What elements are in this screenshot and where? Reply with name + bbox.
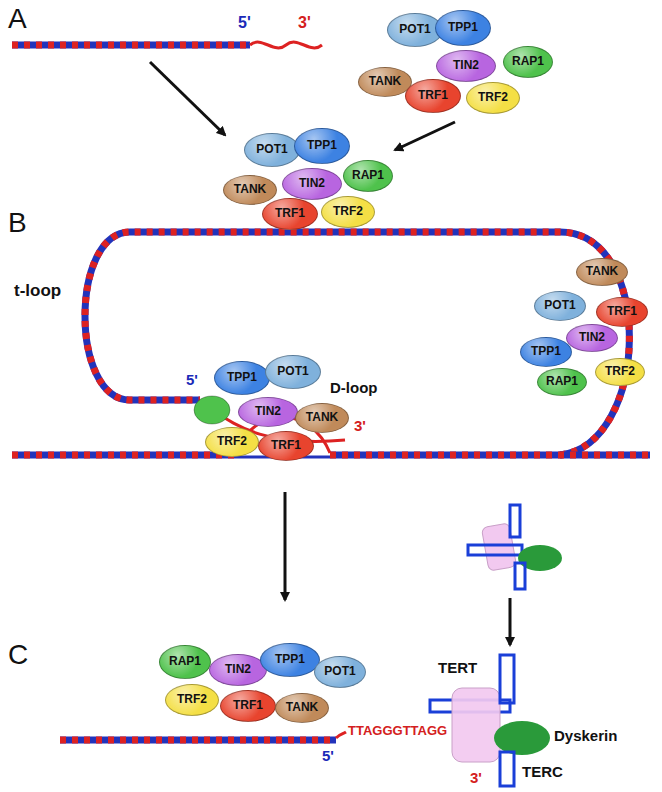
- protein-blob: RAP1: [503, 46, 553, 78]
- protein-blob: TIN2: [209, 654, 267, 686]
- protein-name: TANK: [234, 183, 266, 197]
- figure-label: 5': [186, 372, 198, 389]
- protein-blob: TANK: [295, 403, 349, 433]
- protein-blob: TIN2: [282, 168, 342, 200]
- dna-duplex: [12, 45, 250, 46]
- overhang-strand: [336, 732, 346, 738]
- figure-label: Dyskerin: [554, 728, 617, 745]
- protein-blob: TRF1: [258, 431, 314, 461]
- protein-blob: TPP1: [294, 128, 350, 164]
- protein-blob: TIN2: [566, 324, 618, 352]
- protein-blob: TPP1: [214, 361, 270, 395]
- protein-name: TRF2: [217, 435, 247, 449]
- protein-blob: POT1: [265, 355, 321, 389]
- protein-name: TIN2: [453, 59, 479, 73]
- protein-name: TPP1: [307, 139, 337, 153]
- protein-blob: POT1: [534, 291, 586, 321]
- protein-name: TRF2: [177, 693, 207, 707]
- protein-blob: TRF2: [466, 82, 520, 114]
- protein-name: TANK: [286, 701, 318, 715]
- protein-blob: TANK: [275, 693, 329, 723]
- protein-blob: RAP1: [537, 368, 587, 396]
- protein-name: TRF1: [275, 207, 305, 221]
- protein-blob: TRF1: [262, 198, 318, 230]
- figure-label: 3': [470, 770, 482, 787]
- protein-name: RAP1: [546, 375, 578, 389]
- protein-name: TIN2: [299, 177, 325, 191]
- figure-label: 5': [322, 748, 334, 765]
- figure-label: C: [8, 640, 28, 671]
- figure-label: A: [8, 4, 27, 35]
- arrow: [509, 598, 512, 645]
- protein-name: TPP1: [275, 653, 305, 667]
- protein-blob: RAP1: [343, 160, 393, 192]
- figure-label: TERC: [522, 764, 563, 781]
- protein-blob: TRF2: [595, 358, 645, 386]
- protein-name: TIN2: [255, 405, 281, 419]
- figure-label: B: [8, 208, 27, 239]
- protein-blob: TPP1: [260, 643, 320, 677]
- protein-name: TRF1: [607, 305, 637, 319]
- protein-blob: TRF2: [205, 427, 259, 457]
- arrow: [150, 62, 225, 135]
- protein-blob: TANK: [358, 67, 412, 97]
- protein-name: TRF2: [605, 365, 635, 379]
- arrow: [395, 122, 455, 150]
- protein-blob: RAP1: [159, 645, 211, 679]
- protein-name: RAP1: [512, 55, 544, 69]
- protein-name: TPP1: [531, 345, 561, 359]
- protein-blob: TRF2: [321, 196, 375, 228]
- figure-label: TTAGGGTTAGG: [348, 724, 447, 738]
- protein-name: TIN2: [225, 663, 251, 677]
- rap1-blob: [194, 396, 230, 424]
- figure-label: D-loop: [330, 380, 377, 397]
- protein-blob: TIN2: [238, 397, 298, 427]
- protein-name: TPP1: [448, 21, 478, 35]
- protein-name: POT1: [256, 143, 287, 157]
- arrow: [284, 492, 287, 600]
- overhang-strand: [250, 42, 322, 48]
- protein-blob: TANK: [576, 258, 628, 286]
- protein-name: TRF1: [233, 699, 263, 713]
- protein-name: TPP1: [227, 371, 257, 385]
- protein-name: RAP1: [169, 655, 201, 669]
- protein-blob: TIN2: [436, 50, 496, 82]
- figure-label: TERT: [438, 660, 477, 677]
- protein-blob: TRF1: [405, 79, 461, 113]
- protein-blob: TANK: [223, 175, 277, 205]
- figure-label: 3': [354, 418, 366, 435]
- protein-name: TANK: [306, 411, 338, 425]
- protein-name: TANK: [369, 75, 401, 89]
- telomerase-icon: [468, 505, 562, 589]
- protein-blob: TPP1: [435, 10, 491, 46]
- protein-name: POT1: [544, 299, 575, 313]
- protein-name: POT1: [324, 665, 355, 679]
- protein-name: TRF2: [333, 205, 363, 219]
- protein-name: TIN2: [579, 331, 605, 345]
- protein-name: TRF2: [478, 91, 508, 105]
- figure-label: 3': [298, 14, 311, 32]
- protein-name: TRF1: [271, 439, 301, 453]
- protein-blob: POT1: [244, 133, 300, 167]
- dna-duplex: [60, 740, 336, 741]
- protein-name: RAP1: [352, 169, 384, 183]
- protein-name: TANK: [586, 265, 618, 279]
- protein-blob: TRF1: [220, 690, 276, 722]
- protein-blob: TRF1: [596, 297, 648, 327]
- protein-blob: TRF2: [165, 684, 219, 716]
- protein-blob: TPP1: [520, 337, 572, 367]
- protein-blob: POT1: [314, 656, 366, 688]
- figure-label: 5': [238, 14, 251, 32]
- figure-label: t-loop: [14, 282, 61, 301]
- protein-name: POT1: [399, 23, 430, 37]
- protein-name: TRF1: [418, 89, 448, 103]
- dna-duplex: [12, 232, 650, 455]
- protein-name: POT1: [277, 365, 308, 379]
